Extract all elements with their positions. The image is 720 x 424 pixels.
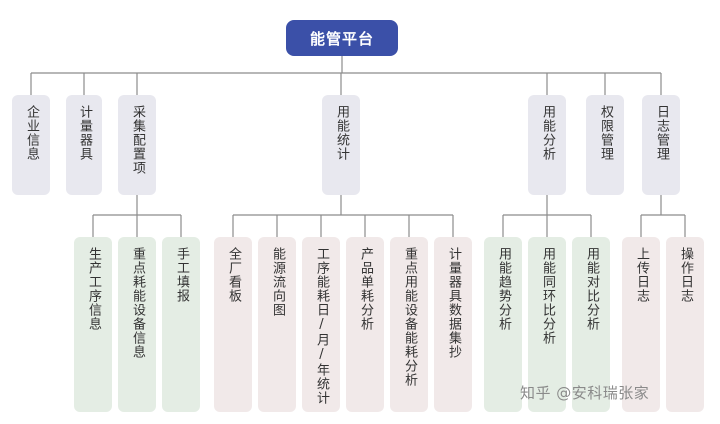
category-node-n6: 权限管理 <box>586 95 624 195</box>
leaf-node: 重点用能设备能耗分析 <box>390 237 428 412</box>
leaf-node-label: 计量器具数据集抄 <box>446 247 461 359</box>
leaf-node-label: 上传日志 <box>634 247 649 303</box>
leaf-node-label: 用能同环比分析 <box>540 247 555 345</box>
category-node-n7-label: 日志管理 <box>654 105 669 161</box>
category-node-n4: 用能统计 <box>322 95 360 195</box>
leaf-node: 全厂看板 <box>214 237 252 412</box>
leaf-node: 用能趋势分析 <box>484 237 522 412</box>
leaf-node-label: 操作日志 <box>678 247 693 303</box>
leaf-node-label: 重点用能设备能耗分析 <box>402 247 417 387</box>
root-node: 能管平台 <box>286 20 398 56</box>
category-node-n7: 日志管理 <box>642 95 680 195</box>
category-node-n1: 企业信息 <box>12 95 50 195</box>
category-node-n5: 用能分析 <box>528 95 566 195</box>
category-node-n5-label: 用能分析 <box>540 105 555 161</box>
category-node-n6-label: 权限管理 <box>598 105 613 161</box>
leaf-node-label: 能源流向图 <box>270 247 285 317</box>
leaf-node-label: 工序能耗日/月/年统计 <box>314 247 329 405</box>
leaf-node: 上传日志 <box>622 237 660 412</box>
leaf-node-label: 用能对比分析 <box>584 247 599 331</box>
leaf-node: 重点耗能设备信息 <box>118 237 156 412</box>
leaf-node-label: 手工填报 <box>174 247 189 303</box>
leaf-node: 用能对比分析 <box>572 237 610 412</box>
category-node-n4-label: 用能统计 <box>334 105 349 161</box>
root-label: 能管平台 <box>309 29 374 48</box>
leaf-node: 计量器具数据集抄 <box>434 237 472 412</box>
leaf-node: 工序能耗日/月/年统计 <box>302 237 340 412</box>
leaf-node: 用能同环比分析 <box>528 237 566 412</box>
leaf-node: 产品单耗分析 <box>346 237 384 412</box>
category-node-n2-label: 计量器具 <box>77 105 92 161</box>
leaf-node-label: 产品单耗分析 <box>358 247 373 331</box>
category-node-n1-label: 企业信息 <box>24 105 39 161</box>
leaf-node: 手工填报 <box>162 237 200 412</box>
category-node-n2: 计量器具 <box>66 95 102 195</box>
watermark: 知乎 @安科瑞张家 <box>520 384 650 402</box>
leaf-node-label: 生产工序信息 <box>86 247 101 331</box>
leaf-node: 操作日志 <box>666 237 704 412</box>
category-node-n3: 采集配置项 <box>118 95 156 195</box>
category-node-n3-label: 采集配置项 <box>130 105 145 175</box>
leaf-node: 能源流向图 <box>258 237 296 412</box>
leaf-node-label: 用能趋势分析 <box>496 247 511 331</box>
leaf-node-label: 重点耗能设备信息 <box>130 247 145 359</box>
leaf-node-label: 全厂看板 <box>226 247 241 303</box>
leaf-node: 生产工序信息 <box>74 237 112 412</box>
